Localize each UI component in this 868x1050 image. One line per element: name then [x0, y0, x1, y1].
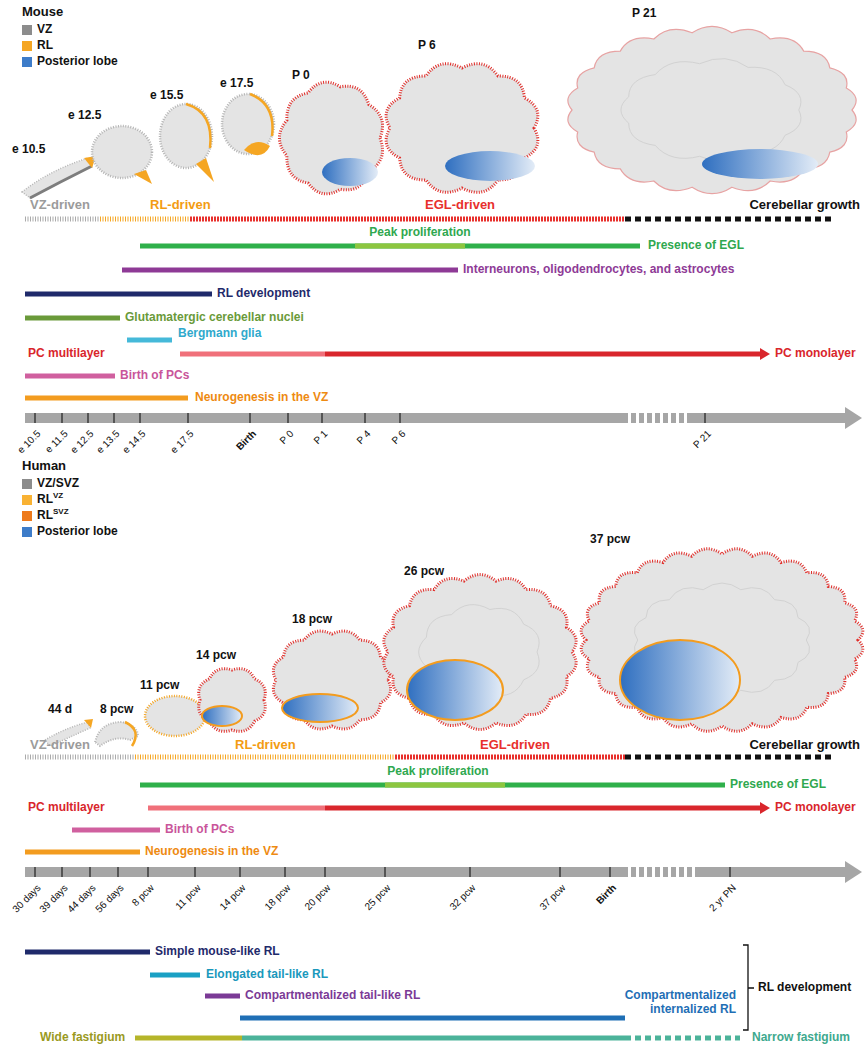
axis-tick-label: e 17.5 [168, 428, 196, 456]
bar-label: Neurogenesis in the VZ [145, 845, 278, 859]
legend-text: Posterior lobe [37, 55, 118, 69]
bar-label: PC multilayer [28, 347, 105, 361]
axis-tick-label: P 21 [691, 428, 714, 451]
bar-label: Glutamatergic cerebellar nuclei [125, 311, 304, 325]
bar-label: Elongated tail-like RL [206, 968, 328, 982]
axis-tick-label: 56 days [93, 882, 126, 915]
stage-label: e 10.5 [12, 143, 45, 157]
bar-label: Presence of EGL [730, 778, 826, 792]
stage-label: e 15.5 [150, 89, 183, 103]
axis-tick-label: 14 pcw [218, 882, 249, 913]
stage-label: 37 pcw [590, 533, 630, 547]
axis-tick-label: 2 yr PN [706, 882, 738, 914]
stage-label: 26 pcw [404, 565, 444, 579]
bar-label: Birth of PCs [165, 823, 234, 837]
axis-tick-label: P 6 [390, 428, 409, 447]
stage-label: e 12.5 [68, 109, 101, 123]
legend-text: RL [37, 509, 53, 523]
phase-label: RL-driven [235, 738, 296, 753]
phase-label: RL-driven [150, 198, 211, 213]
axis-tick-label: 39 days [37, 882, 70, 915]
stage-label: 11 pcw [140, 679, 179, 693]
axis-tick-label: Birth [233, 428, 258, 453]
legend-superscript: VZ [53, 491, 63, 500]
phase-label: VZ-driven [30, 738, 90, 753]
bar-label: Bergmann glia [178, 327, 261, 341]
legend-swatch [22, 479, 32, 489]
bar-label: Compartmentalized tail-like RL [245, 989, 420, 1003]
bar-label: Narrow fastigium [752, 1031, 850, 1045]
axis-tick-label: e 14.5 [120, 428, 148, 456]
bar-label: Peak proliferation [387, 765, 488, 779]
bar-label: Interneurons, oligodendrocytes, and astr… [463, 263, 734, 277]
bracket-label: RL development [758, 981, 851, 995]
axis-tick-label: 44 days [65, 882, 98, 915]
axis-tick-label: 37 pcw [538, 882, 569, 913]
axis-tick-label: 30 days [10, 882, 43, 915]
legend-swatch [22, 57, 32, 67]
bar-label: Compartmentalized internalized RL [586, 989, 736, 1017]
stage-label: e 17.5 [220, 77, 253, 91]
species-heading: Human [22, 459, 66, 474]
species-heading: Mouse [22, 5, 63, 20]
axis-tick-label: 20 pcw [303, 882, 334, 913]
axis-tick-label: Birth [593, 882, 618, 907]
bar-label: Presence of EGL [648, 239, 744, 253]
phase-label: VZ-driven [30, 198, 90, 213]
axis-tick-label: e 12.5 [68, 428, 96, 456]
legend-swatch [22, 41, 32, 51]
bar-label: RL development [217, 287, 310, 301]
legend-text: RL [37, 493, 53, 507]
legend-superscript: SVZ [53, 507, 69, 516]
phase-label: Cerebellar growth [749, 198, 860, 213]
bar-label: Birth of PCs [120, 369, 189, 383]
axis-tick-label: e 11.5 [43, 428, 70, 455]
legend-swatch [22, 25, 32, 35]
legend-text: VZ [37, 23, 52, 37]
phase-label: EGL-driven [480, 738, 550, 753]
bar-label: PC monolayer [775, 347, 856, 361]
legend-swatch [22, 495, 32, 505]
legend-text: RL [37, 39, 53, 53]
stage-label: 8 pcw [100, 703, 133, 717]
bar-label: Wide fastigium [40, 1031, 125, 1045]
axis-tick-label: P 0 [278, 428, 297, 447]
axis-tick-label: 25 pcw [363, 882, 394, 913]
axis-tick-label: P 4 [355, 428, 374, 447]
axis-tick-label: 8 pcw [130, 882, 157, 909]
axis-tick-label: 18 pcw [263, 882, 294, 913]
axis-tick-label: e 10.5 [15, 428, 43, 456]
phase-label: Cerebellar growth [749, 738, 860, 753]
stage-label: 18 pcw [292, 613, 332, 627]
legend-swatch [22, 511, 32, 521]
axis-tick-label: P 1 [312, 428, 331, 447]
legend-text: VZ/SVZ [37, 477, 79, 491]
stage-label: P 21 [632, 7, 656, 21]
stage-label: 14 pcw [196, 649, 236, 663]
stage-label: 44 d [48, 703, 72, 717]
bar-label: Neurogenesis in the VZ [195, 391, 328, 405]
bar-label: Simple mouse-like RL [155, 945, 280, 959]
axis-tick-label: 32 pcw [448, 882, 479, 913]
legend-text: Posterior lobe [37, 525, 118, 539]
phase-label: EGL-driven [425, 198, 495, 213]
bar-label: PC monolayer [775, 801, 856, 815]
stage-label: P 6 [418, 39, 436, 53]
stage-label: P 0 [292, 69, 310, 83]
axis-tick-label: 11 pcw [173, 882, 203, 912]
bar-label: PC multilayer [28, 801, 105, 815]
legend-swatch [22, 527, 32, 537]
axis-tick-label: e 13.5 [94, 428, 122, 456]
bar-label: Peak proliferation [369, 226, 470, 240]
